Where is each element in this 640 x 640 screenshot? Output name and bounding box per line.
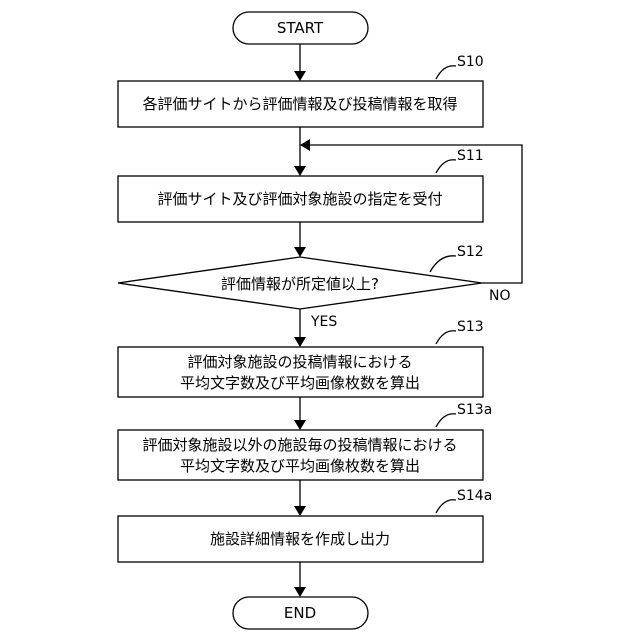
step-s13a-label: S13a <box>457 402 492 418</box>
step-s11-label: S11 <box>457 148 484 164</box>
step-s10: 各評価サイトから評価情報及び投稿情報を取得 S10 <box>118 54 484 127</box>
step-s12-label: S12 <box>457 244 484 260</box>
end-node: END <box>233 597 368 629</box>
step-s14a: 施設詳細情報を作成し出力 S14a <box>118 488 492 562</box>
step-s10-label: S10 <box>457 54 484 70</box>
no-label: NO <box>489 288 511 304</box>
arrow-start-s10 <box>294 44 306 81</box>
step-s14a-label: S14a <box>457 488 492 504</box>
start-label: START <box>277 19 324 37</box>
arrow-s13-s13a <box>294 397 306 430</box>
arrow-yes-s13: YES <box>294 309 337 347</box>
end-label: END <box>284 604 316 622</box>
step-s13a-text-line2: 平均文字数及び平均画像枚数を算出 <box>180 457 420 475</box>
step-s13-text-line2: 平均文字数及び平均画像枚数を算出 <box>180 374 420 392</box>
arrow-s14a-end <box>294 562 306 597</box>
arrow-s11-s12 <box>294 222 306 257</box>
step-s11-text: 評価サイト及び評価対象施設の指定を受付 <box>157 190 442 208</box>
step-s13-text-line1: 評価対象施設の投稿情報における <box>187 353 412 371</box>
step-s13a-text-line1: 評価対象施設以外の施設毎の投稿情報における <box>142 436 457 454</box>
yes-label: YES <box>310 314 337 330</box>
step-s13: 評価対象施設の投稿情報における 平均文字数及び平均画像枚数を算出 S13 <box>118 319 484 397</box>
step-s11: 評価サイト及び評価対象施設の指定を受付 S11 <box>118 148 484 222</box>
start-node: START <box>233 12 368 44</box>
step-s10-text: 各評価サイトから評価情報及び投稿情報を取得 <box>142 95 457 113</box>
step-s13a: 評価対象施設以外の施設毎の投稿情報における 平均文字数及び平均画像枚数を算出 S… <box>118 402 492 480</box>
step-s14a-text: 施設詳細情報を作成し出力 <box>210 530 390 548</box>
step-s13-label: S13 <box>457 319 484 335</box>
decision-s12-text: 評価情報が所定値以上? <box>221 275 379 293</box>
arrow-s13a-s14a <box>294 480 306 516</box>
arrow-s10-s11 <box>294 127 306 176</box>
